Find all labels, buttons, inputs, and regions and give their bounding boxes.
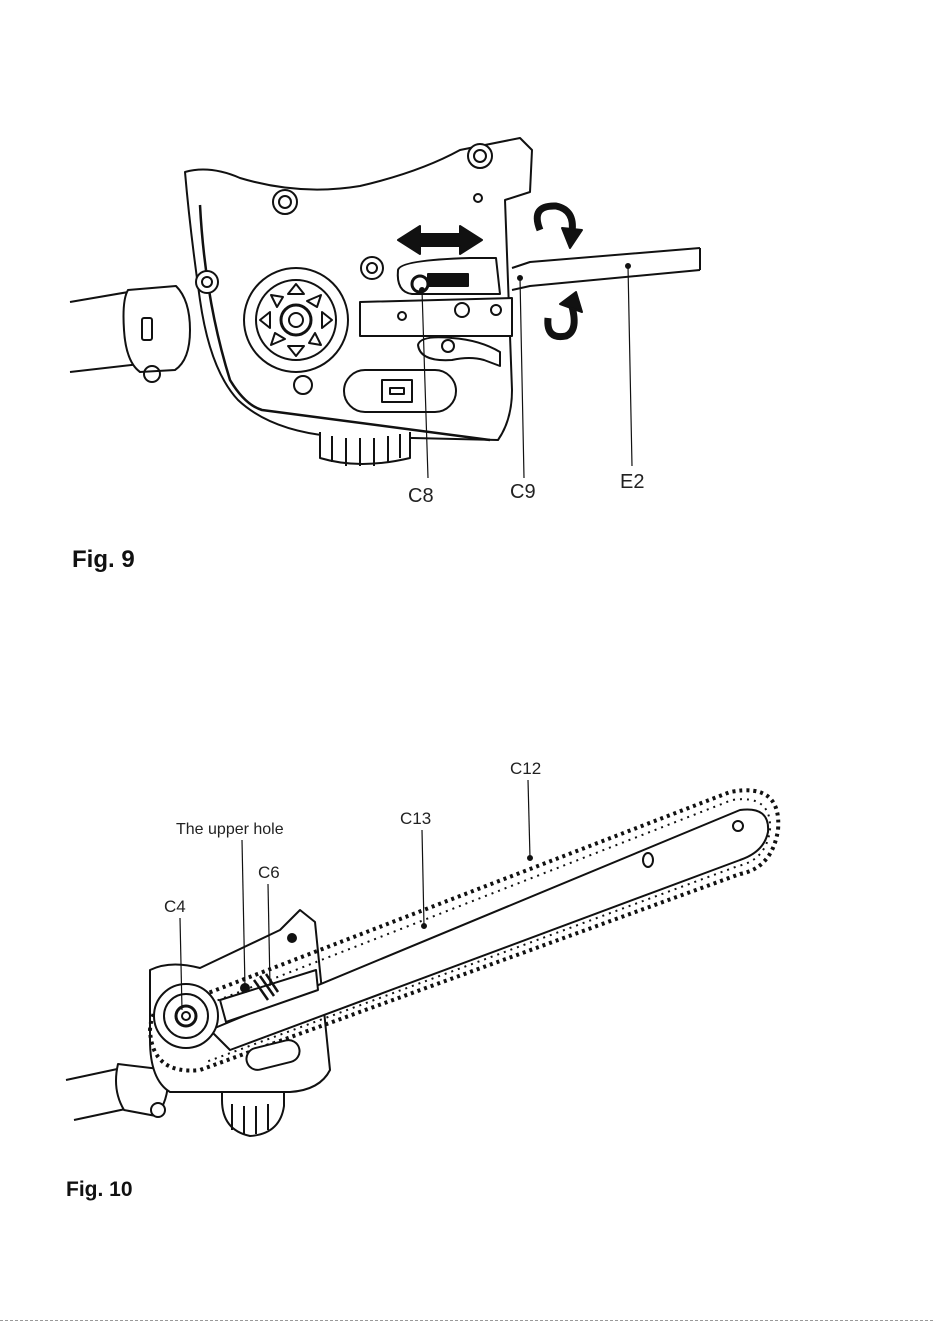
fig9-label-c8: C8 [408,485,434,507]
fig10-label-c4: C4 [164,897,186,916]
fig9-caption: Fig. 9 [72,546,135,574]
fig9-screwdriver [512,248,700,290]
fig10-illustration [66,780,778,1136]
fig10-label-c6: C6 [258,863,280,882]
fig10-label-c13: C13 [400,809,431,828]
fig9-pole-clamp [124,286,191,372]
fig9-label-e2: E2 [620,471,644,493]
fig9-bar-plate [360,298,512,336]
fig10-label-c12: C12 [510,759,541,778]
page-bottom-rule [0,1320,933,1321]
fig9-illustration [70,138,700,478]
fig10-caption: Fig. 10 [66,1178,133,1202]
fig9-label-c9: C9 [510,481,536,503]
fig10-label-upper-hole: The upper hole [176,821,284,838]
fig9-knob [320,432,410,464]
